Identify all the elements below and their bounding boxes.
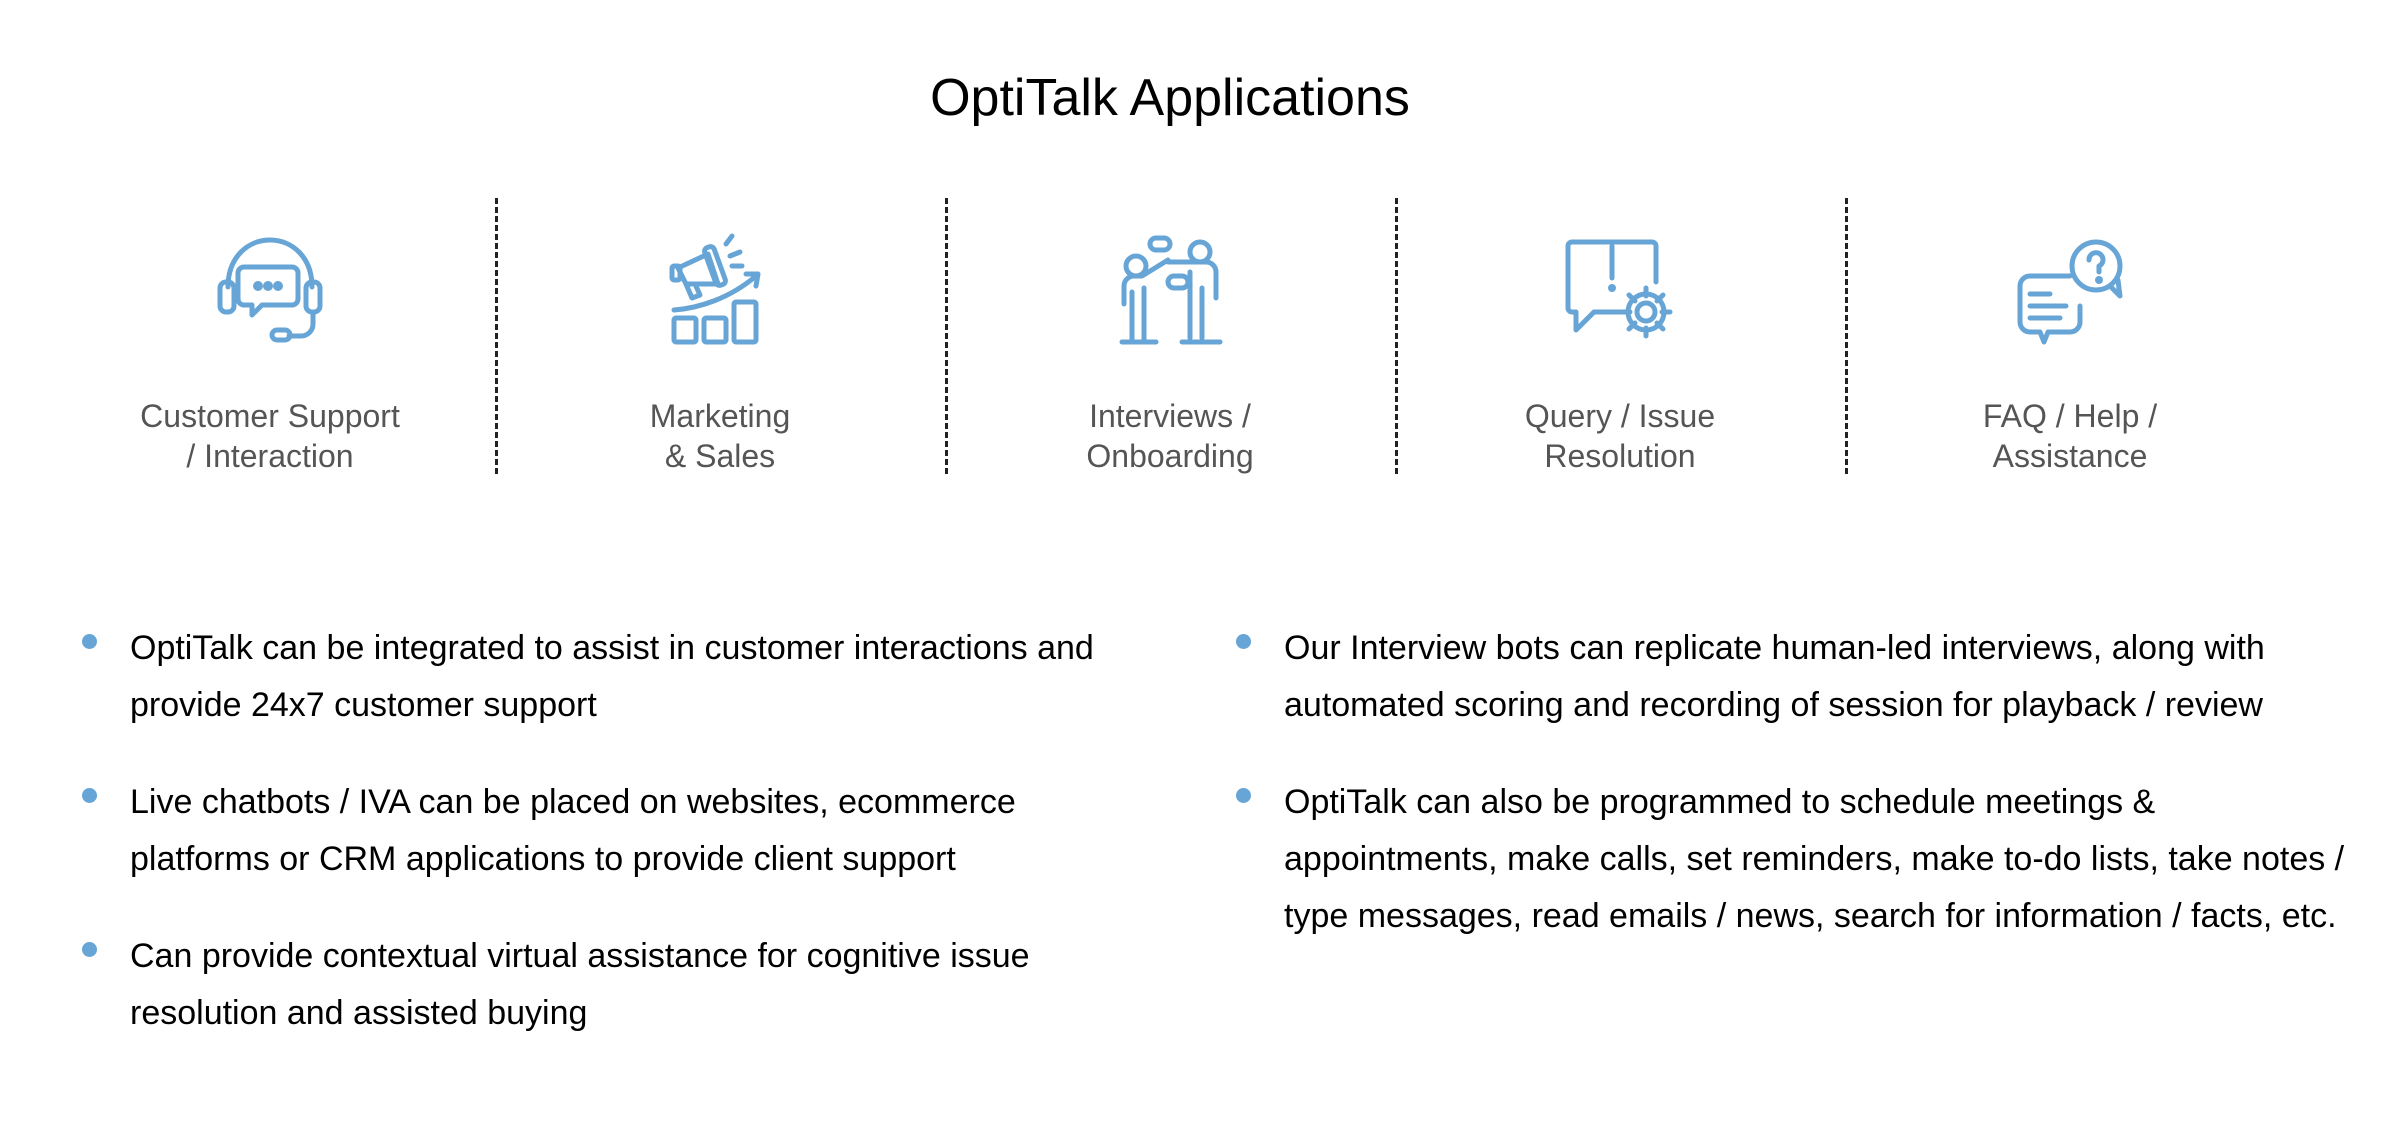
applications-row: Customer Support / Interaction Marketing… — [0, 198, 2250, 474]
bullet-item: Can provide contextual virtual assistanc… — [78, 928, 1138, 1042]
app-label: Query / Issue Resolution — [1524, 398, 1716, 474]
app-label: Marketing & Sales — [649, 398, 791, 474]
right-bullet-list: Our Interview bots can replicate human-l… — [1232, 620, 2352, 985]
divider — [1395, 198, 1398, 474]
faq-chat-icon — [2017, 239, 2123, 345]
bullet-dot-icon — [82, 634, 97, 649]
bullet-item: OptiTalk can also be programmed to sched… — [1232, 774, 2352, 945]
app-marketing-sales: Marketing & Sales — [495, 198, 945, 474]
bullet-item: Our Interview bots can replicate human-l… — [1232, 620, 2352, 734]
bullet-item: OptiTalk can be integrated to assist in … — [78, 620, 1138, 734]
bullet-dot-icon — [82, 942, 97, 957]
left-bullet-list: OptiTalk can be integrated to assist in … — [78, 620, 1138, 1082]
app-label: FAQ / Help / Assistance — [1982, 398, 2158, 474]
app-faq-help-assistance: FAQ / Help / Assistance — [1845, 198, 2295, 474]
app-label: Interviews / Onboarding — [1086, 398, 1254, 474]
bullet-item: Live chatbots / IVA can be placed on web… — [78, 774, 1138, 888]
app-interviews-onboarding: Interviews / Onboarding — [945, 198, 1395, 474]
bullet-dot-icon — [1236, 634, 1251, 649]
page-title: OptiTalk Applications — [930, 69, 1410, 127]
bullet-dot-icon — [1236, 788, 1251, 803]
app-label: Customer Support / Interaction — [140, 398, 400, 474]
headset-chat-icon — [217, 237, 323, 343]
chat-gear-icon — [1565, 239, 1673, 339]
app-customer-support: Customer Support / Interaction — [45, 198, 495, 474]
divider — [1845, 198, 1848, 474]
interview-people-icon — [1119, 235, 1223, 345]
divider — [945, 198, 948, 474]
app-query-issue-resolution: Query / Issue Resolution — [1395, 198, 1845, 474]
megaphone-growth-icon — [669, 233, 761, 345]
bullet-dot-icon — [82, 788, 97, 803]
divider — [495, 198, 498, 474]
